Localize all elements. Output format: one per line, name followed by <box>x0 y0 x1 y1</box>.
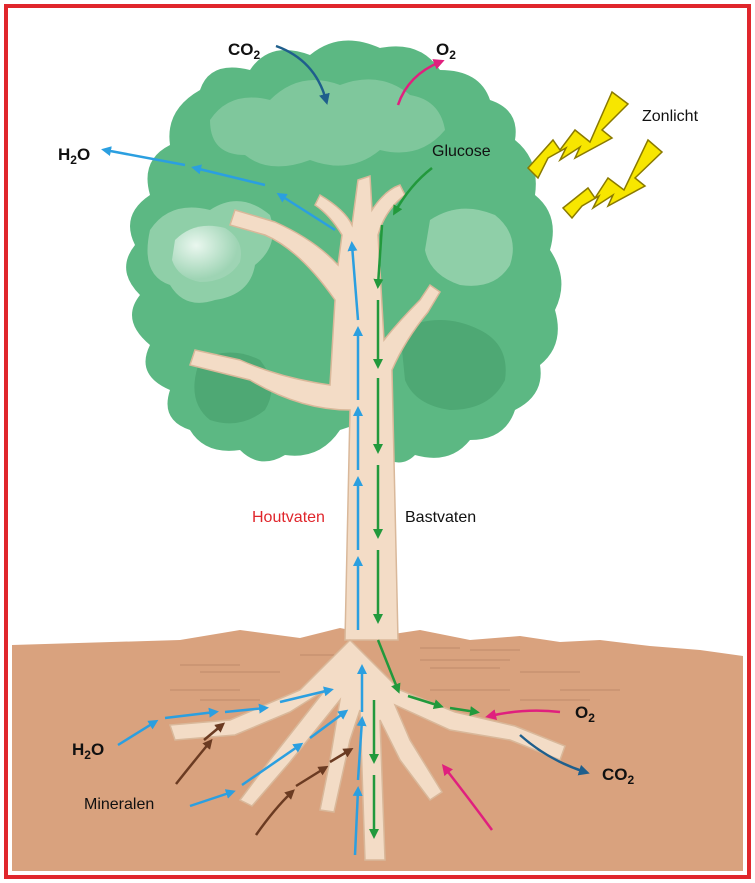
lightning-bolt-1 <box>526 90 630 180</box>
sunlight-bolts <box>526 90 664 220</box>
label-minerals: Mineralen <box>84 796 154 813</box>
label-co2-top: CO2 <box>228 40 261 62</box>
labels: CO2 O2 H2O Glucose Zonlicht Houtvaten Ba… <box>58 40 699 813</box>
label-sunlight: Zonlicht <box>642 108 699 125</box>
mineral-flow <box>175 722 354 836</box>
soil-texture <box>170 647 620 701</box>
co2-flow <box>275 44 590 776</box>
lightning-bolt-2 <box>561 138 664 220</box>
label-h2o-root: H2O <box>72 740 104 762</box>
label-xylem: Houtvaten <box>252 509 325 526</box>
phloem-flow <box>369 167 480 839</box>
oxygen-flow <box>396 59 561 831</box>
label-co2-root: CO2 <box>602 765 635 787</box>
label-glucose: Glucose <box>432 143 491 160</box>
frame-border <box>4 4 751 879</box>
label-h2o-top: H2O <box>58 145 90 167</box>
label-phloem: Bastvaten <box>405 509 476 526</box>
label-o2-root: O2 <box>575 703 595 725</box>
xylem-flow <box>101 146 367 856</box>
label-o2-top: O2 <box>436 40 456 62</box>
